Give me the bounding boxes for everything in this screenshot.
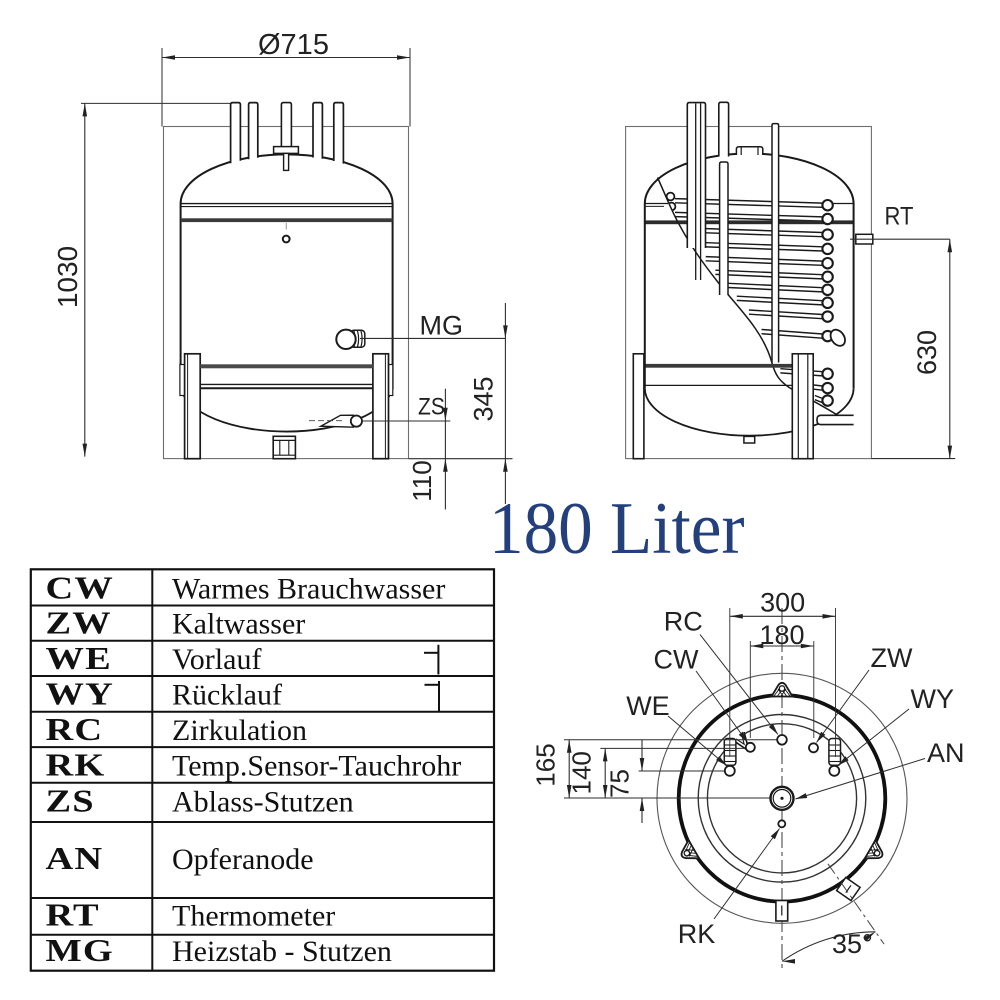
svg-text:110: 110	[407, 460, 437, 501]
svg-text:CW: CW	[654, 645, 699, 675]
svg-text:35°: 35°	[832, 929, 873, 959]
svg-text:180: 180	[759, 620, 804, 650]
svg-text:Vorlauf: Vorlauf	[172, 643, 261, 676]
svg-text:300: 300	[760, 588, 805, 618]
svg-text:Opferanode: Opferanode	[172, 843, 314, 876]
svg-text:MG: MG	[46, 933, 114, 968]
svg-text:Temp.Sensor-Tauchrohr: Temp.Sensor-Tauchrohr	[172, 750, 461, 783]
svg-text:ZW: ZW	[46, 605, 112, 640]
svg-text:Heizstab - Stutzen: Heizstab - Stutzen	[172, 935, 392, 968]
svg-text:Kaltwasser: Kaltwasser	[172, 608, 305, 641]
svg-text:MG: MG	[420, 311, 464, 341]
svg-text:140: 140	[567, 751, 597, 794]
svg-text:WE: WE	[46, 641, 112, 676]
svg-text:RT: RT	[46, 897, 100, 932]
svg-text:AN: AN	[46, 841, 104, 876]
svg-text:75: 75	[604, 769, 634, 798]
svg-text:630: 630	[912, 330, 942, 375]
svg-text:CW: CW	[46, 570, 115, 605]
svg-text:Zirkulation: Zirkulation	[172, 714, 307, 747]
svg-text:Rücklauf: Rücklauf	[172, 679, 282, 712]
svg-text:RC: RC	[46, 712, 104, 747]
svg-text:Warmes Brauchwasser: Warmes Brauchwasser	[172, 573, 445, 606]
svg-text:WY: WY	[911, 684, 955, 714]
svg-text:ZS: ZS	[418, 392, 445, 420]
svg-text:RC: RC	[664, 607, 703, 637]
svg-text:WE: WE	[626, 691, 670, 721]
svg-text:RT: RT	[885, 202, 914, 230]
svg-text:Ablass-Stutzen: Ablass-Stutzen	[172, 786, 354, 819]
svg-text:ZW: ZW	[871, 643, 913, 673]
svg-text:180 Liter: 180 Liter	[489, 488, 745, 570]
svg-text:Thermometer: Thermometer	[172, 900, 335, 933]
svg-text:345: 345	[469, 376, 499, 421]
svg-text:165: 165	[531, 743, 561, 786]
svg-text:Ø715: Ø715	[258, 29, 329, 61]
svg-text:AN: AN	[927, 738, 965, 768]
svg-text:RK: RK	[678, 919, 716, 949]
svg-text:WY: WY	[46, 676, 115, 711]
svg-text:RK: RK	[46, 747, 106, 782]
svg-text:ZS: ZS	[46, 783, 95, 818]
svg-text:1030: 1030	[52, 246, 83, 308]
